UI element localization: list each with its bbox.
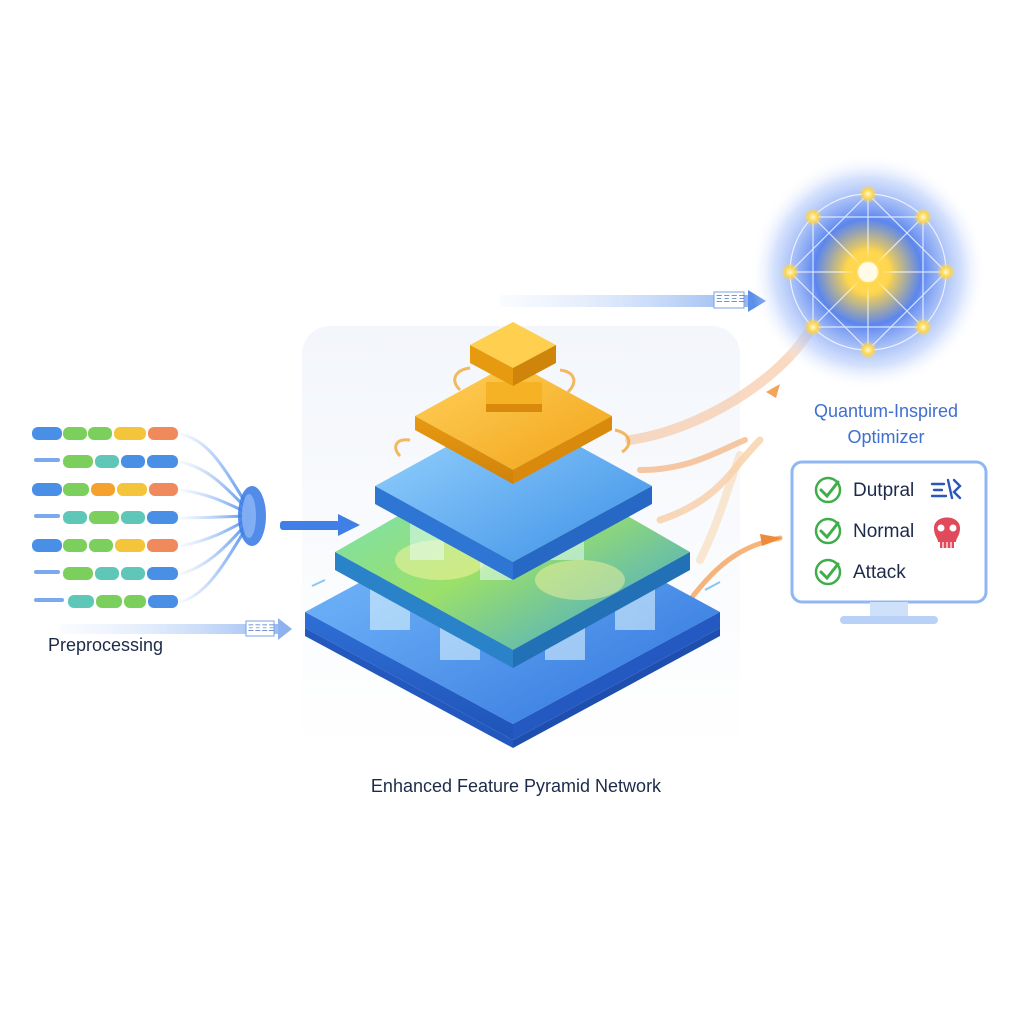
output-checks: [814, 476, 842, 586]
arrow-tag-pyramid: ΞΞΞΞ: [248, 623, 276, 633]
data-row: [34, 455, 178, 468]
input-data-bars: [32, 427, 178, 608]
data-row: [32, 539, 178, 552]
output-item-normal: Normal: [853, 521, 915, 542]
skull-icon: [934, 517, 960, 548]
optimizer-label-line2: Optimizer: [847, 427, 925, 447]
data-row: [34, 511, 178, 524]
output-item-dutpral: Dutpral: [853, 480, 915, 501]
pyramid-network-label: Enhanced Feature Pyramid Network: [370, 776, 662, 796]
glyph-icon: [930, 478, 962, 500]
data-row: [34, 567, 178, 580]
pyramid-level-gold: [415, 362, 612, 484]
data-row: [34, 595, 178, 608]
data-row: [32, 483, 178, 496]
preprocessing-label: Preprocessing: [48, 635, 164, 655]
pyramid-level-upper: [375, 410, 652, 580]
arrow-to-optimizer: [500, 290, 766, 312]
pyramid-level-top: [470, 322, 556, 386]
optimizer-nodes: [781, 185, 955, 359]
check-icon: [814, 558, 842, 586]
quantum-optimizer-orb: [750, 154, 986, 390]
data-row: [32, 427, 178, 440]
arrow-tag-optimizer: ΞΞΞΞ: [716, 294, 746, 305]
arrow-to-pyramid: [280, 514, 360, 536]
arrow-lower-input: [60, 618, 292, 640]
optimizer-label-line1: Quantum-Inspired: [813, 401, 959, 421]
check-icon: [814, 517, 842, 545]
check-icon: [814, 476, 842, 504]
feature-pyramid: [305, 322, 721, 748]
output-item-attack: Attack: [853, 562, 906, 583]
optimizer-label: Quantum-Inspired Optimizer: [780, 398, 992, 450]
